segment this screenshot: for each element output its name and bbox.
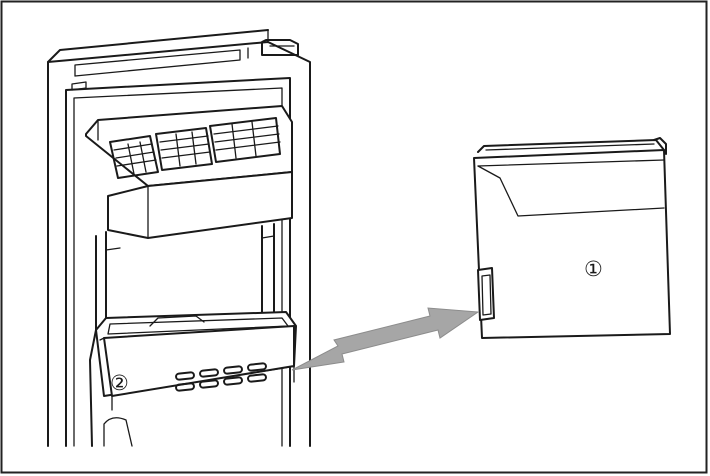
hood-vent-grille — [109, 117, 281, 179]
insertion-arrow — [291, 307, 480, 371]
fridge-door — [47, 29, 311, 447]
callout-part-2: ② — [110, 371, 129, 395]
tray-vent-slots — [175, 362, 267, 392]
removable-container: ① — [473, 137, 671, 339]
dispenser-housing — [85, 105, 293, 447]
drip-tray: ② — [95, 311, 297, 411]
callout-part-1: ① — [584, 257, 603, 281]
